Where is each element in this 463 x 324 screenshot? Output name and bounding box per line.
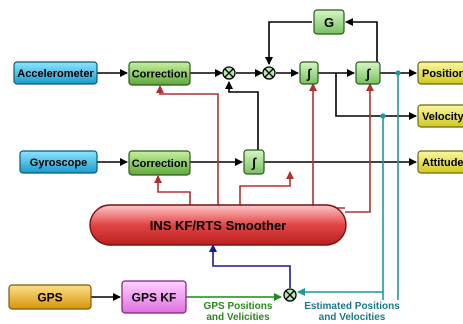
kf-to-attitude-integrator xyxy=(239,171,294,205)
position-tap-dot xyxy=(395,70,401,76)
estimate-caption-line2: and Velocities xyxy=(319,312,386,323)
signal-lines xyxy=(97,18,417,166)
accel-correction-block: Correction xyxy=(128,61,191,86)
velocity-integrator-block: ∫ xyxy=(299,61,319,85)
accel-correction-label: Correction xyxy=(132,69,188,81)
velocity-label: Velocity xyxy=(422,111,463,123)
gps-label: GPS xyxy=(37,291,62,305)
kf-to-accel-correction xyxy=(156,85,219,208)
velocity-output-line xyxy=(335,73,417,120)
g-label: G xyxy=(324,15,334,30)
position-integrator-block: ∫ xyxy=(355,61,381,85)
gps-kf-block: GPS KF xyxy=(121,280,187,314)
gyro-correction-label: Correction xyxy=(132,158,188,170)
position-label: Position xyxy=(422,68,463,80)
position-output-block: Position xyxy=(417,61,463,85)
gyroscope-label: Gyroscope xyxy=(30,157,87,169)
attitude-label: Attitude xyxy=(422,157,463,169)
g-block: G xyxy=(313,9,345,35)
summing-junction-2 xyxy=(262,66,276,80)
position-to-g-feedback xyxy=(345,18,378,73)
velocity-output-block: Velocity xyxy=(417,104,463,128)
kf-to-position-integrator xyxy=(345,83,374,213)
gps-caption-line2: and Velicities xyxy=(206,312,270,323)
ins-kf-rts-smoother-block: INS KF/RTS Smoother xyxy=(89,204,347,246)
smoother-label: INS KF/RTS Smoother xyxy=(150,218,287,233)
gyroscope-block: Gyroscope xyxy=(19,150,98,174)
accelerometer-block: Accelerometer xyxy=(13,61,98,85)
gps-kf-label: GPS KF xyxy=(132,291,177,305)
integrator-symbol: ∫ xyxy=(365,66,371,81)
gps-block: GPS xyxy=(8,284,92,310)
estimate-lines xyxy=(297,73,399,300)
innovation-to-smoother-arrow xyxy=(209,244,291,288)
attitude-integrator-block: ∫ xyxy=(243,149,265,175)
accelerometer-label: Accelerometer xyxy=(17,68,94,80)
kf-correction-lines xyxy=(154,83,374,213)
attitude-output-block: Attitude xyxy=(417,150,463,174)
gps-caption-line1: GPS Positions xyxy=(204,301,273,312)
estimate-caption-line1: Estimated Positions xyxy=(304,301,400,312)
kf-to-gyro-correction xyxy=(154,175,191,210)
integrator-symbol: ∫ xyxy=(251,155,257,170)
attitude-to-sum1-arrow xyxy=(225,81,259,150)
gyro-correction-block: Correction xyxy=(128,150,191,176)
integrator-symbol: ∫ xyxy=(306,66,312,81)
g-to-sum2-arrow xyxy=(265,21,312,65)
summing-junction-gps xyxy=(283,288,297,302)
velocity-tap-dot xyxy=(380,113,386,119)
summing-junction-1 xyxy=(222,66,236,80)
kf-to-velocity-integrator xyxy=(309,83,345,209)
